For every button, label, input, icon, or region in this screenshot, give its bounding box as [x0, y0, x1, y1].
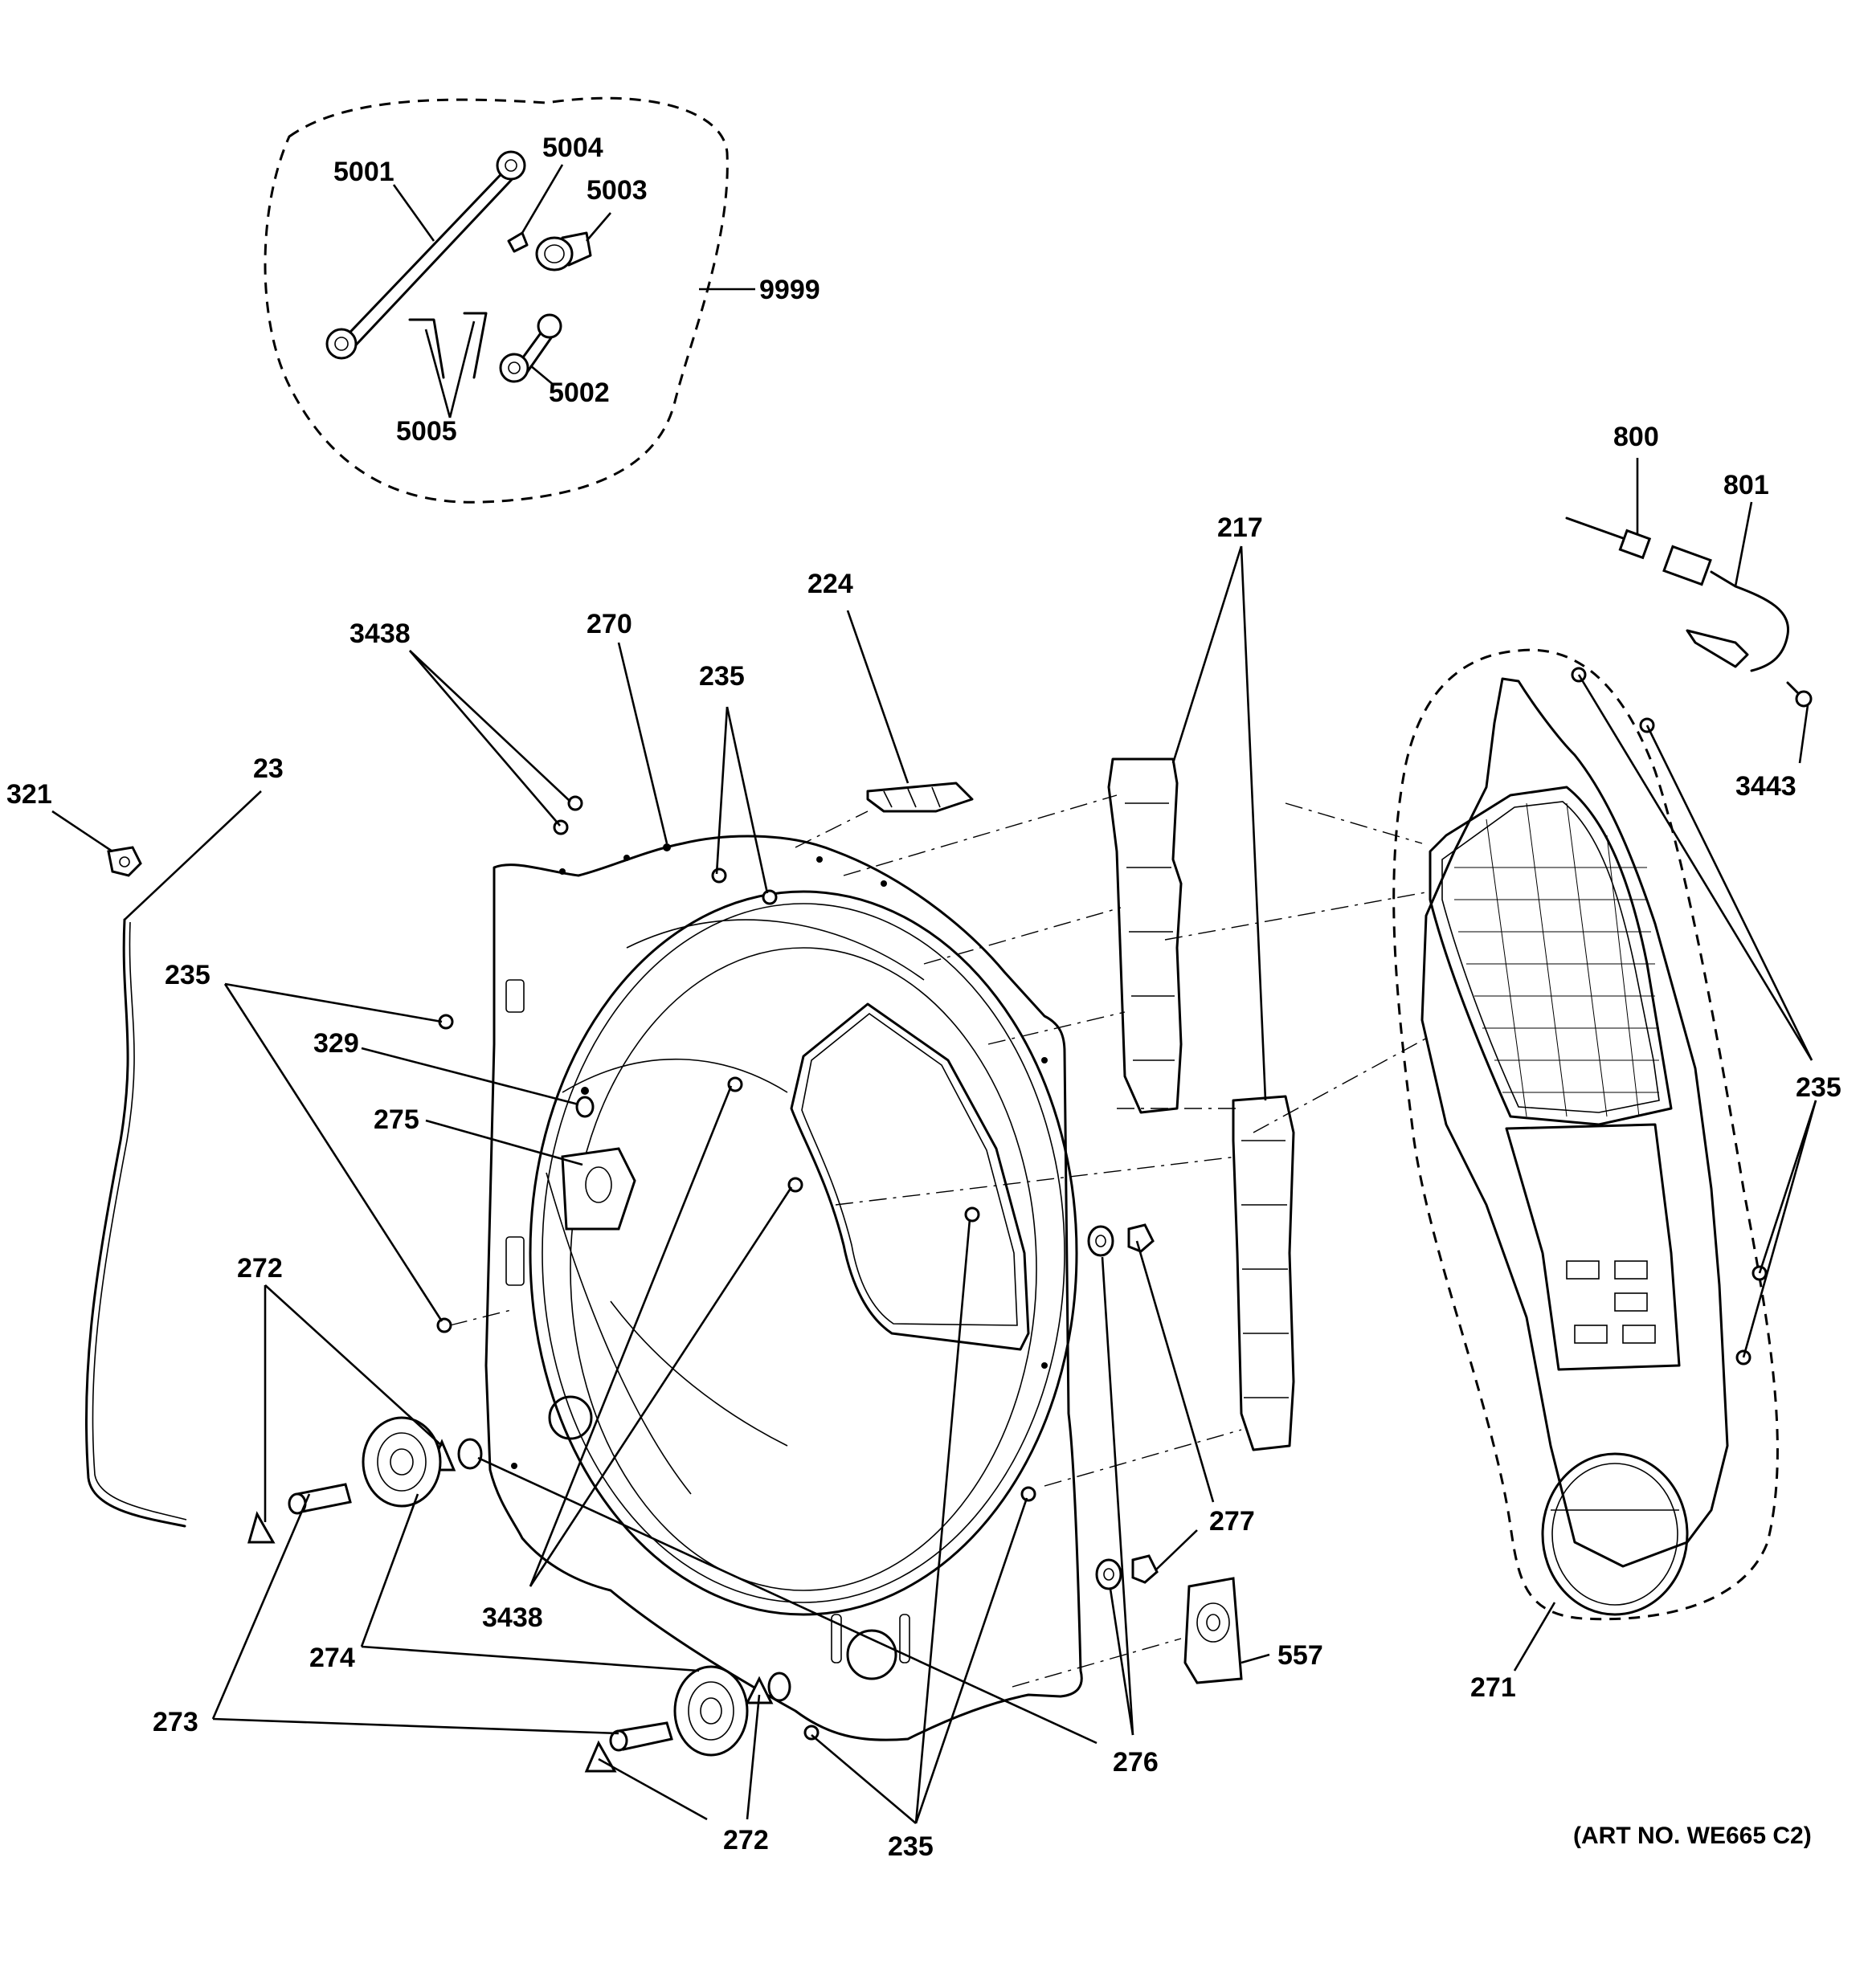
- lint-duct-opening: [790, 1002, 1030, 1351]
- duct-dashed-outline: [1392, 648, 1779, 1621]
- alignment-lines: [449, 794, 1431, 1688]
- bolt-329: [575, 1087, 595, 1118]
- label-5005: 5005: [396, 416, 457, 447]
- label-321: 321: [6, 779, 52, 810]
- bushing-5003: [535, 231, 592, 271]
- lint-duct-assembly-271: [1392, 648, 1779, 1621]
- duct-outlet: [1541, 1452, 1689, 1616]
- label-5002: 5002: [549, 378, 610, 408]
- drum-opening-outer: [529, 890, 1078, 1616]
- label-272-bottom: 272: [723, 1825, 769, 1855]
- front-panel-outline: [484, 835, 1083, 1741]
- label-272-top: 272: [237, 1253, 283, 1284]
- hardware-kit-group: [264, 96, 755, 504]
- label-801: 801: [1723, 470, 1769, 500]
- label-277: 277: [1209, 1506, 1255, 1537]
- clip-272-a: [247, 1511, 276, 1544]
- drum-opening-inner: [542, 903, 1065, 1603]
- nuts-277: [1127, 1223, 1159, 1584]
- thermostat-801: [1662, 545, 1790, 672]
- label-3438-top: 3438: [349, 618, 411, 649]
- label-557: 557: [1277, 1640, 1323, 1671]
- label-271: 271: [1470, 1672, 1516, 1703]
- screw-3443: [1786, 681, 1813, 708]
- label-9999: 9999: [759, 275, 820, 305]
- roller-group-left: [247, 1416, 483, 1544]
- washer-276-b: [767, 1672, 791, 1702]
- label-224: 224: [807, 569, 853, 599]
- washer-276-a: [457, 1438, 483, 1470]
- bracket-557: [1183, 1577, 1243, 1684]
- label-3438-bottom: 3438: [482, 1602, 543, 1633]
- callout-labels: 5001 5004 5003 9999 5002 5005 800 801 34…: [6, 133, 1841, 1862]
- roller-group-bottom: [584, 1665, 791, 1773]
- bracket-275: [561, 1147, 636, 1231]
- label-217: 217: [1217, 512, 1263, 543]
- label-270: 270: [587, 609, 632, 639]
- clips-5005: [408, 312, 488, 379]
- pin-5001: [325, 150, 526, 360]
- clip-5004: [507, 231, 529, 253]
- front-panel-270: [484, 835, 1083, 1741]
- art-number: (ART NO. WE665 C2): [1573, 1823, 1812, 1849]
- bracket-217-upper: [1107, 757, 1183, 1114]
- lint-screen-mesh: [1429, 786, 1673, 1126]
- label-329: 329: [313, 1028, 359, 1059]
- label-5001: 5001: [333, 157, 394, 187]
- bracket-217-lower: [1232, 1095, 1295, 1451]
- kit-dashed-outline: [264, 96, 729, 504]
- pin-5002: [499, 313, 562, 383]
- label-5003: 5003: [587, 175, 648, 206]
- clip-321: [107, 846, 142, 877]
- label-274: 274: [309, 1643, 355, 1673]
- roller-274-a: [362, 1416, 442, 1508]
- thermistor-800: [1565, 516, 1652, 560]
- label-276: 276: [1113, 1747, 1159, 1778]
- mesh-holes: [1454, 802, 1659, 1117]
- label-235-left: 235: [165, 960, 211, 990]
- roller-274-b: [673, 1665, 749, 1757]
- label-235-bottom: 235: [888, 1831, 934, 1862]
- screws: [436, 667, 1768, 1741]
- label-235-right: 235: [1796, 1072, 1841, 1103]
- label-235-top: 235: [699, 661, 745, 692]
- bracket-224: [866, 782, 974, 813]
- label-275: 275: [374, 1104, 419, 1135]
- label-800: 800: [1613, 422, 1659, 452]
- cord-23: [84, 918, 187, 1528]
- clip-272-c: [584, 1740, 617, 1773]
- label-3443: 3443: [1735, 771, 1796, 802]
- label-23: 23: [253, 753, 284, 784]
- label-273: 273: [153, 1707, 198, 1737]
- leader-lines: [51, 458, 1817, 1824]
- washers-276-right: [1087, 1225, 1122, 1590]
- label-5004: 5004: [542, 133, 603, 163]
